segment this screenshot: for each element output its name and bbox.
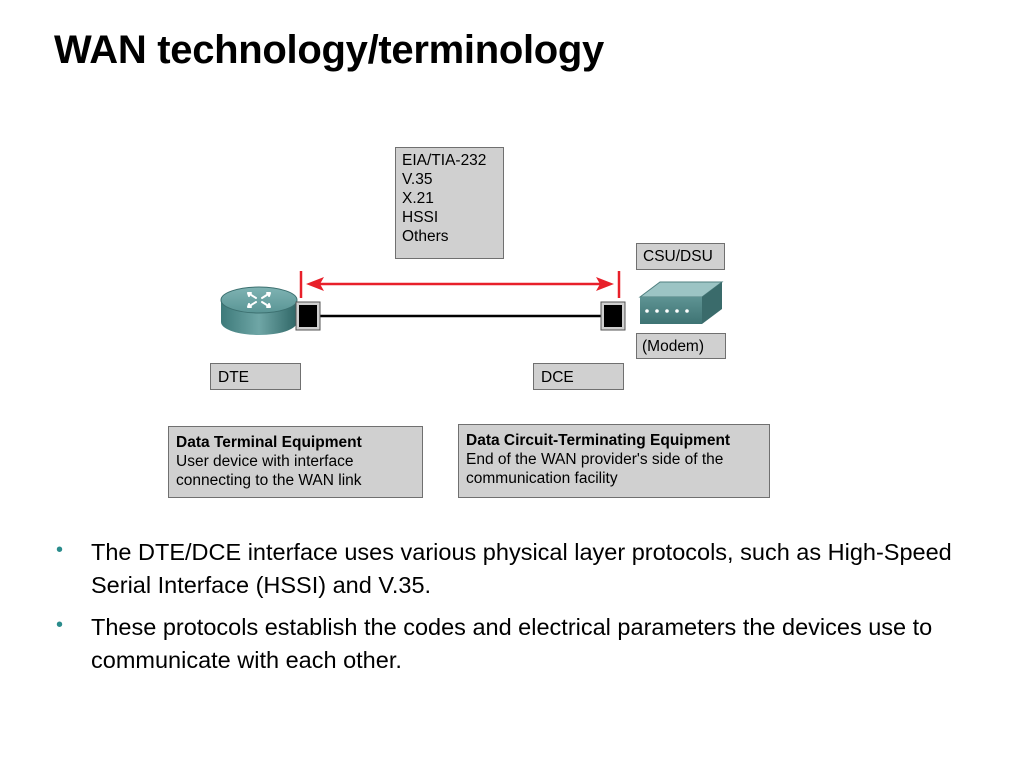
bullet-item: • The DTE/DCE interface uses various phy… [56, 536, 996, 602]
protocol-list-box: EIA/TIA-232 V.35 X.21 HSSI Others [395, 147, 504, 259]
dce-connector [600, 301, 626, 331]
slide-title: WAN technology/terminology [54, 28, 604, 72]
bullet-list: • The DTE/DCE interface uses various phy… [56, 536, 996, 686]
protocol-item: V.35 [402, 171, 433, 188]
router-icon [220, 286, 298, 335]
dce-description-box: Data Circuit-Terminating Equipment End o… [458, 424, 770, 498]
modem-label: (Modem) [636, 333, 726, 359]
dte-label: DTE [210, 363, 301, 390]
dce-description-heading: Data Circuit-Terminating Equipment [466, 432, 731, 449]
protocol-item: X.21 [402, 190, 434, 207]
dce-label: DCE [533, 363, 624, 390]
interface-arrow [299, 271, 621, 298]
modem-icon [638, 281, 724, 324]
dce-description-line: End of the WAN provider's side of the [466, 451, 724, 468]
dce-description-line: communication facility [466, 470, 618, 487]
protocol-item: HSSI [402, 209, 439, 226]
dte-connector [295, 301, 321, 331]
bullet-item: • These protocols establish the codes an… [56, 611, 996, 677]
dte-description-box: Data Terminal Equipment User device with… [168, 426, 423, 498]
protocol-item: Others [402, 228, 449, 245]
dte-description-line: connecting to the WAN link [176, 472, 362, 489]
dte-description-heading: Data Terminal Equipment [176, 434, 362, 451]
dte-description-line: User device with interface [176, 453, 354, 470]
bullet-text: The DTE/DCE interface uses various physi… [91, 539, 952, 598]
csu-dsu-label: CSU/DSU [636, 243, 725, 270]
protocol-item: EIA/TIA-232 [402, 152, 487, 169]
bullet-text: These protocols establish the codes and … [91, 614, 933, 673]
bullet-icon: • [56, 539, 64, 561]
bullet-icon: • [56, 614, 64, 636]
